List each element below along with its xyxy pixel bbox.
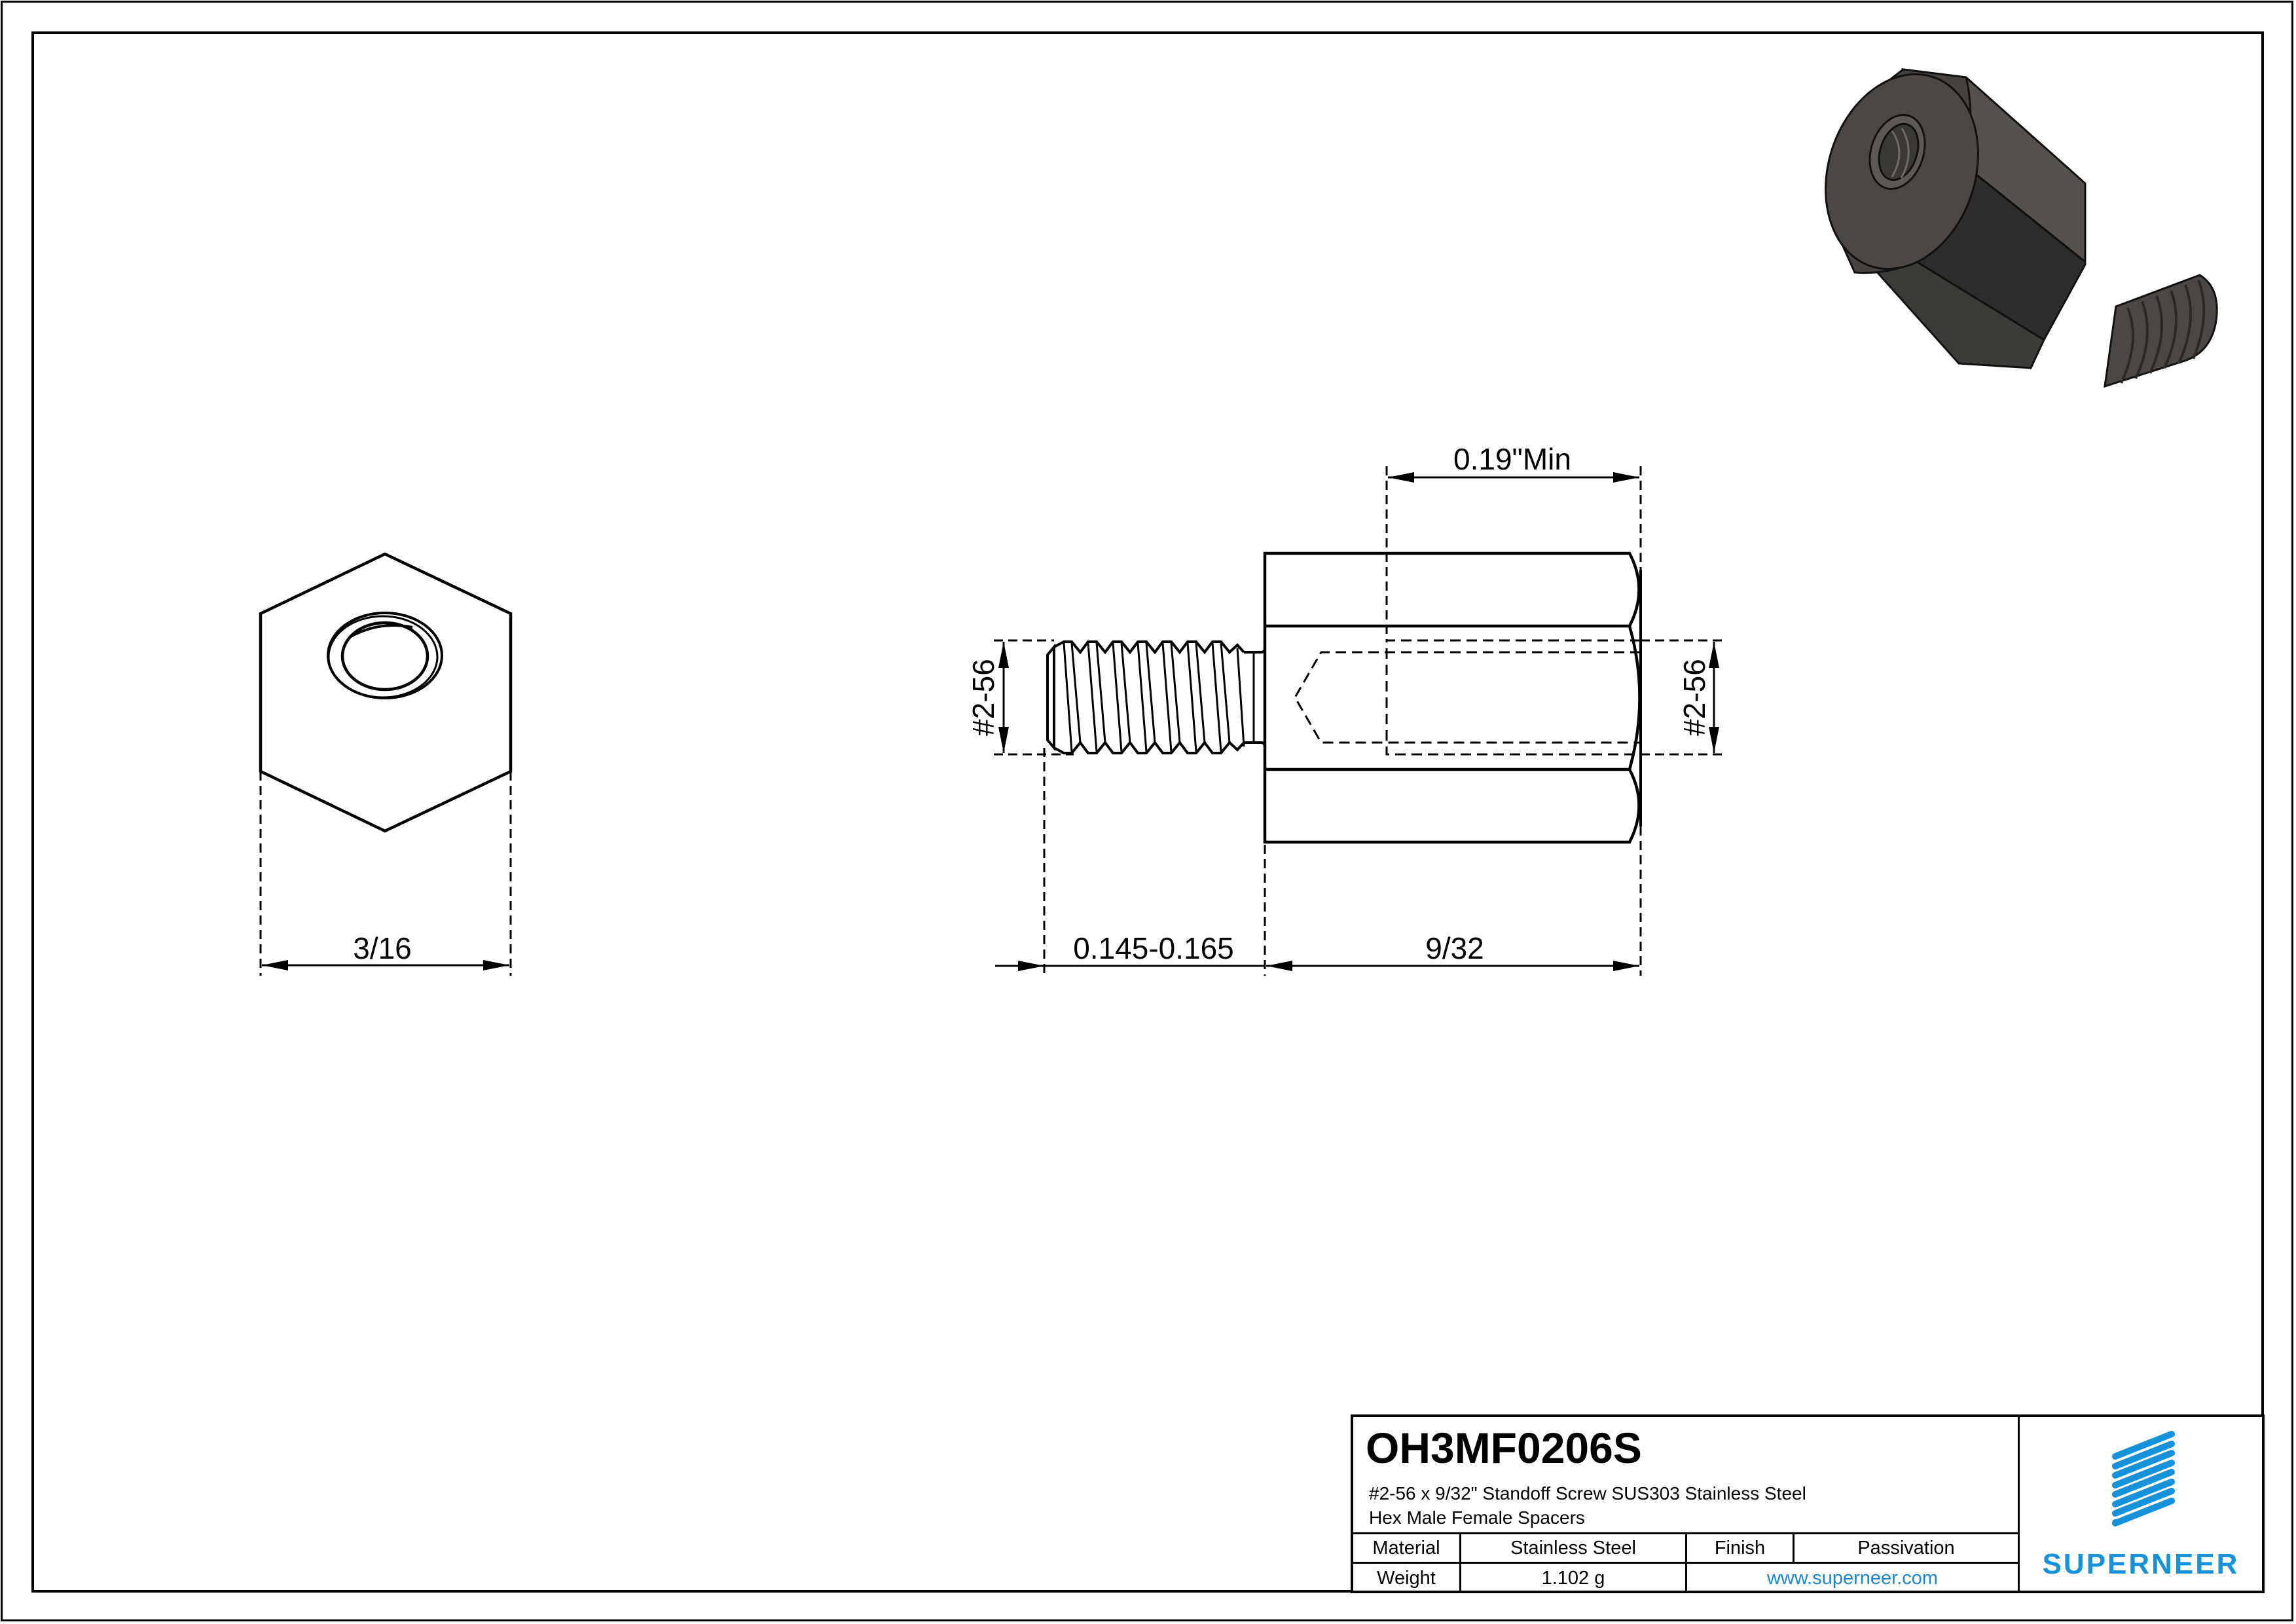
tapped-hole-hidden bbox=[1294, 651, 1641, 744]
description-line-2: Hex Male Female Spacers bbox=[1369, 1507, 1585, 1528]
superneer-stripes-icon bbox=[2112, 1431, 2175, 1526]
finish-value: Passivation bbox=[1857, 1537, 1955, 1559]
hex-body-outline bbox=[1263, 551, 1641, 844]
brand-logo: SUPERNEER bbox=[2020, 1417, 2262, 1591]
title-block-header: OH3MF0206S #2-56 x 9/32" Standoff Screw … bbox=[1353, 1417, 2020, 1534]
brand-name: SUPERNEER bbox=[2042, 1548, 2240, 1580]
material-finish-row: Material Stainless Steel Finish Passivat… bbox=[1353, 1534, 2020, 1564]
across-flats-dim: 3/16 bbox=[353, 931, 412, 965]
material-label: Material bbox=[1353, 1534, 1461, 1562]
finish-label: Finish bbox=[1687, 1534, 1795, 1562]
material-value: Stainless Steel bbox=[1461, 1534, 1687, 1562]
website-link[interactable]: www.superneer.com bbox=[1766, 1568, 1939, 1589]
description-line-1: #2-56 x 9/32" Standoff Screw SUS303 Stai… bbox=[1369, 1483, 1806, 1504]
thread-depth-dim: 0.19"Min bbox=[1453, 442, 1571, 476]
weight-label: Weight bbox=[1353, 1564, 1461, 1593]
part-description: #2-56 x 9/32" Standoff Screw SUS303 Stai… bbox=[1369, 1481, 1806, 1530]
iso-render bbox=[1825, 68, 2218, 388]
weight-value: 1.102 g bbox=[1461, 1564, 1687, 1593]
male-length-dim: 0.145-0.165 bbox=[1073, 931, 1234, 965]
female-thread-dim: #2-56 bbox=[1677, 659, 1711, 736]
thread-minor-circle bbox=[340, 621, 429, 692]
thread-helix-circle bbox=[327, 615, 439, 699]
hex-outline bbox=[259, 552, 513, 833]
end-view bbox=[259, 552, 513, 976]
weight-row: Weight 1.102 g www.superneer.com bbox=[1353, 1564, 2020, 1593]
body-length-dim: 9/32 bbox=[1425, 931, 1484, 965]
title-block: OH3MF0206S #2-56 x 9/32" Standoff Screw … bbox=[1351, 1414, 2265, 1593]
male-thread-dim: #2-56 bbox=[966, 659, 1000, 736]
part-number: OH3MF0206S bbox=[1366, 1424, 1642, 1472]
male-thread bbox=[1046, 640, 1266, 754]
drawing-frame bbox=[31, 31, 2264, 1593]
side-view bbox=[994, 466, 1722, 976]
